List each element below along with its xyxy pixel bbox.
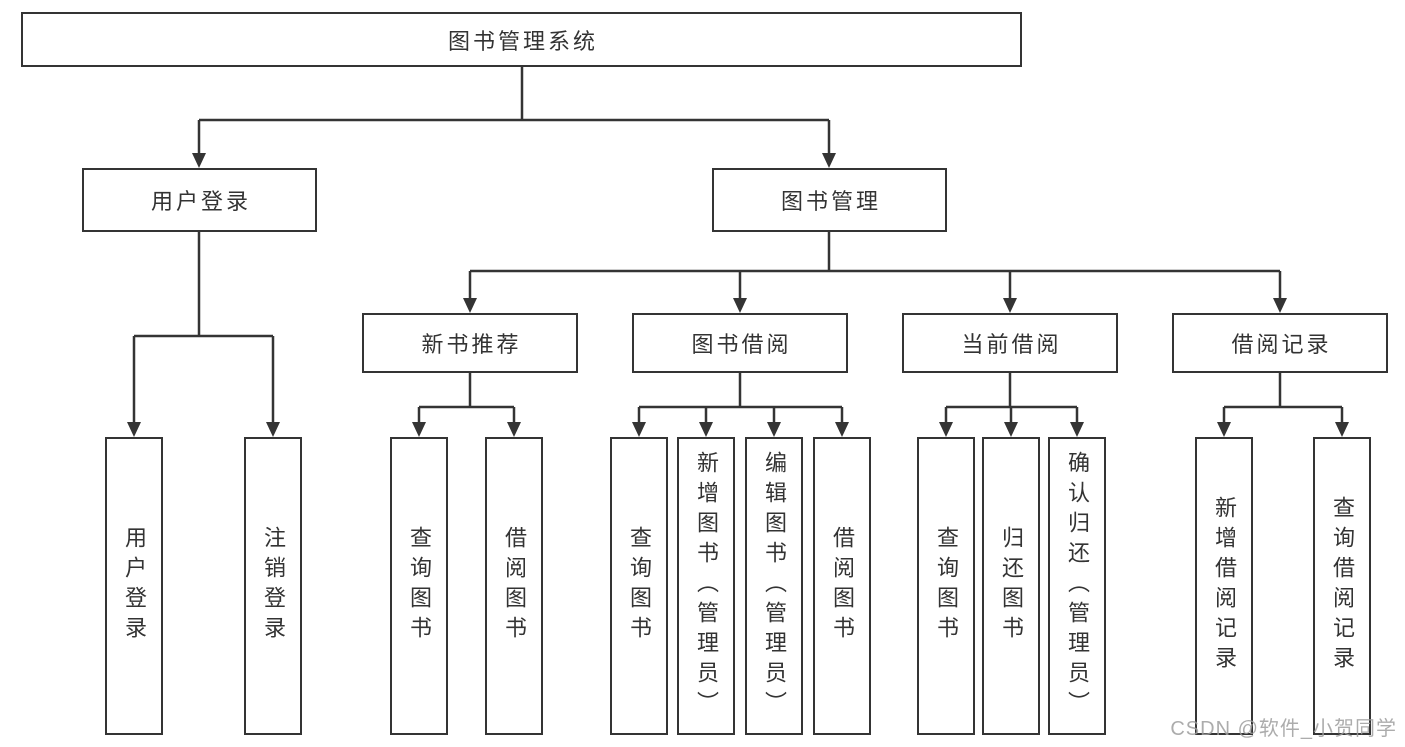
leaf-user-login: 用户登录 [105, 437, 163, 735]
leaf-query-borrow-record: 查询借阅记录 [1313, 437, 1371, 735]
leaf-add-books-admin: 新增图书（管理员） [677, 437, 735, 735]
leaf-logout: 注销登录 [244, 437, 302, 735]
leaf-borrow-books-recommend: 借阅图书 [485, 437, 543, 735]
csdn-watermark: CSDN @软件_小贺同学 [1170, 718, 1397, 740]
leaf-query-books-borrow: 查询图书 [610, 437, 668, 735]
node-new-book-recommend: 新书推荐 [362, 313, 578, 373]
node-book-borrowing: 图书借阅 [632, 313, 848, 373]
node-borrowing-records: 借阅记录 [1172, 313, 1388, 373]
leaf-add-borrow-record: 新增借阅记录 [1195, 437, 1253, 735]
leaf-query-books-recommend: 查询图书 [390, 437, 448, 735]
leaf-query-books-current: 查询图书 [917, 437, 975, 735]
leaf-edit-books-admin: 编辑图书（管理员） [745, 437, 803, 735]
leaf-borrow-books: 借阅图书 [813, 437, 871, 735]
node-root-system: 图书管理系统 [21, 12, 1022, 67]
connector-line-paths [132, 67, 1344, 424]
node-book-management-branch: 图书管理 [712, 168, 947, 232]
node-user-login-branch: 用户登录 [82, 168, 317, 232]
leaf-confirm-return-admin: 确认归还（管理员） [1048, 437, 1106, 735]
node-current-borrowing: 当前借阅 [902, 313, 1118, 373]
leaf-return-books: 归还图书 [982, 437, 1040, 735]
